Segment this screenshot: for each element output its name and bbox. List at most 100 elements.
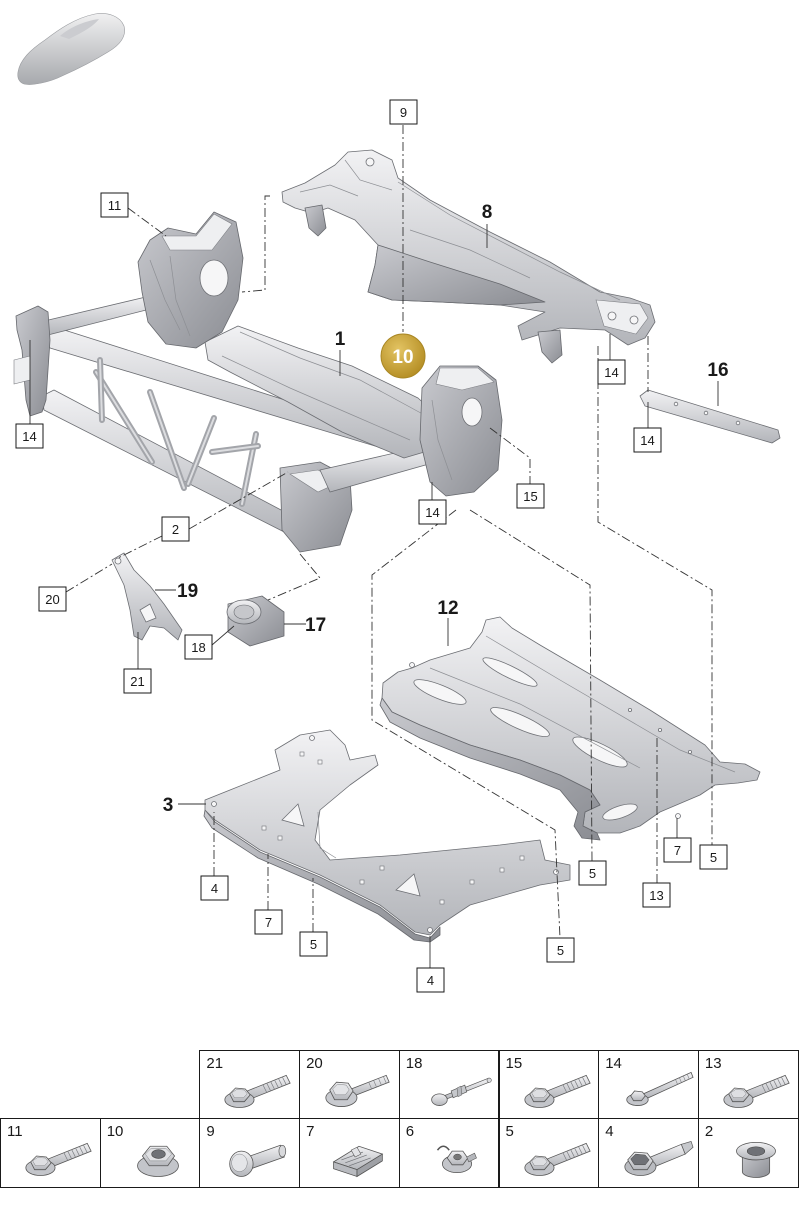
svg-text:13: 13 — [649, 888, 663, 903]
part-label-1[interactable]: 1 — [335, 329, 346, 350]
leader-line — [267, 553, 321, 601]
callout-7[interactable]: 7 — [663, 837, 692, 863]
callout-4[interactable]: 4 — [200, 875, 229, 901]
svg-text:20: 20 — [45, 592, 59, 607]
clip-nut-icon — [318, 1132, 396, 1182]
part-number: 14 — [605, 1055, 622, 1072]
svg-text:14: 14 — [425, 505, 439, 520]
callout-13[interactable]: 13 — [642, 882, 671, 908]
callout-14[interactable]: 14 — [15, 423, 44, 449]
callout-5[interactable]: 5 — [699, 844, 728, 870]
svg-text:2: 2 — [172, 522, 179, 537]
part-number: 4 — [605, 1123, 614, 1140]
callout-5[interactable]: 5 — [578, 860, 607, 886]
callout-20[interactable]: 20 — [38, 586, 67, 612]
part-label-19[interactable]: 19 — [177, 581, 198, 602]
svg-text:18: 18 — [191, 640, 205, 655]
part-cell-2[interactable]: 2 — [697, 1118, 799, 1188]
hex-flange-bolt-icon — [617, 1132, 695, 1182]
callout-21[interactable]: 21 — [123, 668, 152, 694]
flange-bolt-icon — [518, 1064, 596, 1114]
part-cell-6[interactable]: 6 — [398, 1118, 500, 1188]
callout-5[interactable]: 5 — [546, 937, 575, 963]
part-number: 7 — [306, 1123, 315, 1140]
svg-text:14: 14 — [604, 365, 618, 380]
svg-text:5: 5 — [557, 943, 564, 958]
shoulder-bolt-icon — [218, 1132, 296, 1182]
callout-7[interactable]: 7 — [254, 909, 283, 935]
bolt-icon — [19, 1132, 97, 1182]
boxed-callouts: 9 11 14 14 14 15 14 2 20 18 21 7 5 5 4 1… — [15, 99, 728, 993]
part-number: 11 — [7, 1123, 23, 1140]
part-cell-15[interactable]: 15 — [498, 1050, 600, 1119]
flange-bolt-icon — [218, 1064, 296, 1114]
leader-line — [65, 563, 113, 593]
flange-bolt-icon — [717, 1064, 795, 1114]
part-cell-10[interactable]: 10 — [99, 1118, 201, 1188]
part-label-3[interactable]: 3 — [163, 795, 174, 816]
callout-14[interactable]: 14 — [418, 499, 447, 525]
subframe-part-1 — [13, 211, 503, 553]
part-number: 21 — [206, 1055, 224, 1072]
svg-text:5: 5 — [710, 850, 717, 865]
part-cell-9[interactable]: 9 — [199, 1118, 301, 1188]
callout-9[interactable]: 9 — [389, 99, 418, 125]
car-icon[interactable] — [17, 13, 125, 85]
bushing-part-17 — [226, 595, 285, 647]
part-cell-18[interactable]: 18 — [398, 1050, 500, 1119]
part-label-8[interactable]: 8 — [482, 202, 493, 223]
leader-line — [127, 207, 167, 237]
callout-11[interactable]: 11 — [100, 192, 129, 218]
exploded-parts-diagram: 10 9 11 14 14 14 15 14 2 20 18 21 7 5 5 … — [13, 13, 781, 993]
part-number: 20 — [306, 1055, 323, 1072]
part-cell-11[interactable]: 11 — [0, 1118, 101, 1188]
bracket-part-19 — [111, 552, 183, 641]
part-cell-13[interactable]: 13 — [697, 1050, 799, 1119]
part-number: 2 — [704, 1123, 714, 1140]
truss-bracing — [93, 357, 261, 507]
callout-10-highlighted[interactable]: 10 — [380, 333, 426, 379]
part-number: 13 — [704, 1055, 722, 1072]
part-cell-20[interactable]: 20 — [299, 1050, 400, 1119]
leader-line — [469, 509, 593, 862]
part-cell-21[interactable]: 21 — [199, 1050, 301, 1119]
part-label-16[interactable]: 16 — [707, 360, 728, 381]
washer-nut-icon — [418, 1132, 496, 1182]
callout-15[interactable]: 15 — [516, 483, 545, 509]
part-cell-14[interactable]: 14 — [598, 1050, 699, 1119]
part-cell-4[interactable]: 4 — [598, 1118, 699, 1188]
leader-line — [371, 509, 561, 939]
leader-line — [211, 625, 235, 646]
svg-text:5: 5 — [310, 937, 317, 952]
part-number: 6 — [405, 1123, 415, 1140]
plate-part-12 — [379, 616, 761, 841]
crossmember-part-8 — [281, 149, 656, 364]
long-bolt-icon — [617, 1064, 695, 1114]
svg-text:4: 4 — [211, 881, 218, 896]
callout-4[interactable]: 4 — [416, 967, 445, 993]
washer-bolt-icon — [318, 1064, 396, 1114]
leader-line — [117, 535, 163, 559]
part-label-12[interactable]: 12 — [437, 598, 458, 619]
svg-text:10: 10 — [392, 347, 413, 368]
part-number: 15 — [505, 1055, 523, 1072]
svg-text:14: 14 — [640, 433, 654, 448]
part-cell-7[interactable]: 7 — [299, 1118, 400, 1188]
leader-line — [188, 471, 289, 530]
svg-text:11: 11 — [108, 198, 122, 213]
sleeve-icon — [717, 1132, 795, 1182]
callout-18[interactable]: 18 — [184, 634, 213, 660]
part-cell-5[interactable]: 5 — [498, 1118, 600, 1188]
flange-nut-icon — [119, 1132, 197, 1182]
part-label-17[interactable]: 17 — [305, 615, 326, 636]
svg-text:7: 7 — [265, 915, 272, 930]
leader-line — [597, 346, 713, 845]
svg-text:21: 21 — [130, 674, 144, 689]
part-labels: 8 1 16 19 17 12 3 — [163, 202, 729, 816]
callout-14[interactable]: 14 — [633, 427, 662, 453]
callout-5[interactable]: 5 — [299, 931, 328, 957]
svg-text:15: 15 — [523, 489, 537, 504]
callout-2[interactable]: 2 — [161, 516, 190, 542]
callout-14[interactable]: 14 — [597, 359, 626, 385]
